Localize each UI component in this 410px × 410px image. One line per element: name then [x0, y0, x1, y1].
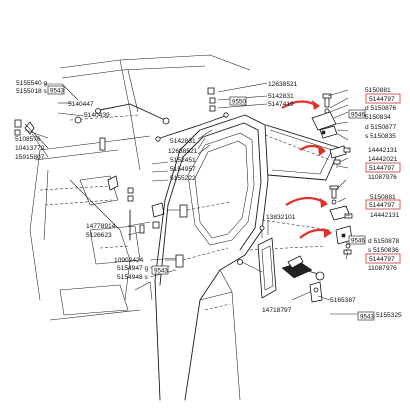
- label-5155325: 5155325: [376, 312, 402, 319]
- label-5147419: 5147419: [268, 101, 294, 108]
- door-handle-assembly: [237, 225, 277, 299]
- label-11087976: 11087976: [368, 174, 397, 181]
- upper-hinge-parts: [311, 93, 351, 168]
- lock-cylinder: [281, 255, 325, 303]
- label-14778914: 14778914: [86, 223, 116, 230]
- label-5142831-a: 5142831: [268, 93, 294, 100]
- red-arrows: [281, 100, 332, 239]
- boxed-9543-b: 9543: [154, 268, 168, 275]
- arrow-head-4: [324, 228, 332, 238]
- label-5150877: d 5150877: [365, 124, 397, 131]
- label-5150834: 5150834: [365, 114, 391, 121]
- label-5140447: 5140447: [68, 101, 94, 108]
- label-5150878: d 5150878: [368, 238, 400, 245]
- label-5155540: 5155540 g: [16, 80, 48, 87]
- label-5150881-b: 5150881: [370, 194, 396, 201]
- label-5150881: 5150881: [365, 87, 391, 94]
- label-11087976-b: 11087976: [368, 265, 397, 272]
- label-5150876: d 5150876: [365, 105, 397, 112]
- highlight-5144797-b: 5144797: [369, 165, 395, 172]
- leader-lines: [24, 82, 360, 315]
- arrow-head-1: [312, 100, 320, 110]
- label-5126623: 5126623: [86, 232, 112, 239]
- label-10413770: 10413770: [15, 145, 45, 152]
- label-14718797: 14718797: [262, 307, 292, 314]
- label-10902424: 10902424: [114, 257, 144, 264]
- boxed-9543-a: 9543: [50, 88, 64, 95]
- arrow-head-3: [320, 198, 328, 208]
- label-12638521: 12638521: [268, 81, 298, 88]
- boxed-9546-b: 9546: [351, 238, 365, 245]
- label-5150835: s 5150835: [365, 133, 396, 140]
- label-5154948: 5154948 s: [117, 274, 149, 281]
- label-5155222: 5155222: [170, 175, 196, 182]
- cab-door: [154, 114, 269, 401]
- highlight-5144797-c: 5144797: [369, 202, 395, 209]
- part-labels: 5155540 g 5155018 s 5140447 5140439 5108…: [15, 80, 402, 319]
- label-5165387: 5165387: [330, 297, 356, 304]
- boxed-9543-c: 9543: [360, 314, 374, 321]
- highlight-5144797-a: 5144797: [369, 96, 395, 103]
- label-5154957: 5154957: [170, 166, 196, 173]
- label-5154947: 5154947 g: [117, 265, 149, 272]
- boxed-9550: 9550: [232, 99, 246, 106]
- cab-body-outline: [29, 54, 251, 321]
- label-15915807: 15915807: [15, 154, 45, 161]
- group-code-boxes: 9543 9550 9543 9543 9546 9546: [47, 85, 374, 321]
- label-12638521-b: 12638521: [168, 148, 198, 155]
- lower-hinge-parts: [329, 185, 353, 255]
- label-14442131-b: 14442131: [370, 212, 400, 219]
- label-5155018: 5155018 s: [16, 88, 48, 95]
- boxed-9546-a: 9546: [351, 112, 365, 119]
- highlighted-part-numbers: 5144797 5144797 5144797 5144797: [365, 93, 401, 264]
- window-strut: [95, 103, 170, 125]
- label-14442021: 14442021: [368, 156, 398, 163]
- arrow-head-2: [318, 146, 326, 156]
- label-14442131: 14442131: [368, 147, 398, 154]
- label-5140439: 5140439: [84, 112, 110, 119]
- label-5142831-b: 5142831: [170, 138, 196, 145]
- label-5152451: 5152451: [170, 157, 196, 164]
- label-5150836: s 5150836: [368, 247, 399, 254]
- label-13832101: 13832101: [266, 214, 296, 221]
- gas-strut: [155, 112, 229, 142]
- label-5108576: 5108576: [15, 136, 41, 143]
- highlight-5144797-d: 5144797: [369, 256, 395, 263]
